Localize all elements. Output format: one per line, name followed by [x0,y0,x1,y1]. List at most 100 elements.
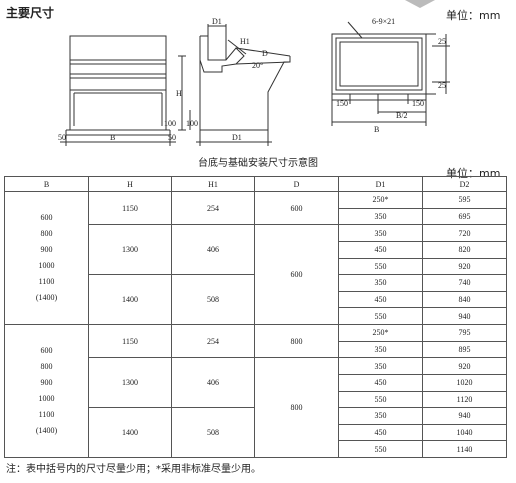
d-cell: 800 [254,357,339,458]
d1-cell: 450 [338,423,423,442]
b-values-cell: 600 800 900 1000 1100 (1400) [4,324,89,458]
b-value: 900 [40,378,53,387]
side-view-body [199,36,291,131]
dim-label-B-half: B/2 [396,111,408,120]
b-value: 800 [40,229,53,238]
h1-cell: 254 [171,323,255,359]
d2-cell: 840 [422,290,507,309]
d1-cell: 350 [338,357,423,375]
dim-label-H: H [176,89,182,98]
d1-cell: 250* [338,324,423,342]
d1-cell: 350 [338,207,423,226]
d2-cell: 820 [422,240,507,259]
d1-cell: 450 [338,290,423,309]
h-cell: 1400 [88,274,172,325]
header-D1: D1 [338,176,423,192]
d2-cell: 940 [422,407,507,425]
d1-cell: 350 [338,407,423,425]
header-D: D [254,176,339,192]
d2-cell: 595 [422,191,507,209]
header-B: B [4,176,89,192]
d-cell: 800 [254,323,339,359]
dim-label-25-top: 25 [438,37,446,46]
dim-label-D1: D1 [232,133,242,142]
b-value: 1100 [38,410,55,419]
table-row: 600 800 900 1000 1100 (1400) 1150 254 80… [4,323,507,458]
dim-label-H1: H1 [240,37,250,46]
b-value: 600 [40,213,53,222]
b-value: 1000 [38,261,55,270]
table-row: 550 1140 [5,440,507,458]
b-value: 800 [40,362,53,371]
d2-cell: 940 [422,307,507,325]
dim-label-150-left: 150 [336,99,348,108]
table-row: 600 800 900 1000 1100 (1400) 1150 254 60… [4,190,507,325]
b-value: (1400) [35,293,58,302]
dim-label-100-front: 100 [164,119,176,128]
table-header-row: B H H1 D D1 D2 [4,176,507,192]
d1-cell: 450 [338,240,423,259]
dim-label-D1-top: D1 [212,17,222,26]
dim-label-50-right: 50 [168,133,176,142]
b-value: 1100 [38,277,55,286]
front-view-body [69,35,167,131]
h-cell: 1300 [88,357,172,409]
h1-cell: 508 [171,274,255,325]
d1-cell: 550 [338,307,423,325]
header-H: H [88,176,172,192]
d2-cell: 795 [422,324,507,342]
table-row: 1300 406 800 350 920 [5,357,507,458]
d2-cell: 895 [422,340,507,359]
table-row: 450 820 [5,240,507,259]
d1-cell: 450 [338,373,423,392]
dim-label-D: D [262,49,268,58]
d1-cell: 350 [338,340,423,359]
h1-cell: 508 [171,407,255,458]
b-value: 1000 [38,394,55,403]
d2-cell: 720 [422,224,507,242]
dim-label-100-side: 100 [186,119,198,128]
dim-label-B-front: B [110,133,115,142]
table-row: 1400 508 350 740 [5,274,507,325]
d2-cell: 740 [422,274,507,292]
d2-cell: 1120 [422,390,507,409]
dim-label-angle: 20° [252,61,263,70]
table-row: 450 840 [5,290,507,309]
d1-cell: 350 [338,224,423,242]
h-cell: 1400 [88,407,172,458]
d2-cell: 920 [422,357,507,375]
dim-label-150-right: 150 [412,99,424,108]
d2-cell: 1140 [422,440,507,458]
d2-cell: 920 [422,257,507,276]
b-value: 900 [40,245,53,254]
side-view-desk-top [199,35,245,73]
b-values-cell: 600 800 900 1000 1100 (1400) [4,191,89,325]
d-cell: 600 [254,224,339,325]
dim-label-holes: 6-9×21 [372,17,395,26]
diagram-caption: 台底与基础安装尺寸示意图 [198,158,318,169]
d1-cell: 550 [338,440,423,458]
installation-diagram: B 50 50 H 100 100 D1 D1 H1 D 20° 6-9×21 … [58,17,450,146]
dim-label-B-plan: B [374,125,379,134]
page-title: 主要尺寸 [6,6,55,20]
d1-cell: 250* [338,191,423,209]
dim-label-50-left: 50 [58,133,66,142]
header-H1: H1 [171,176,255,192]
h1-cell: 254 [171,190,255,226]
d2-cell: 1040 [422,423,507,442]
d1-cell: 550 [338,390,423,409]
dimensions-table: B H H1 D D1 D2 600 800 900 1000 1100 (14… [4,176,507,458]
h-cell: 1150 [88,323,172,359]
d-cell: 600 [254,190,339,226]
d1-cell: 550 [338,257,423,276]
corner-tab-graphic [405,0,435,8]
h1-cell: 406 [171,357,255,409]
d2-cell: 695 [422,207,507,226]
plan-view-outer [331,33,427,95]
h-cell: 1300 [88,224,172,276]
footnote: 注：表中括号内的尺寸尽量少用；*采用非标准尽量少用。 [6,464,261,475]
table-row: 1300 406 600 350 720 [5,224,507,325]
unit-label-top: 单位：mm [446,9,501,22]
d1-cell: 350 [338,274,423,292]
h-cell: 1150 [88,190,172,226]
